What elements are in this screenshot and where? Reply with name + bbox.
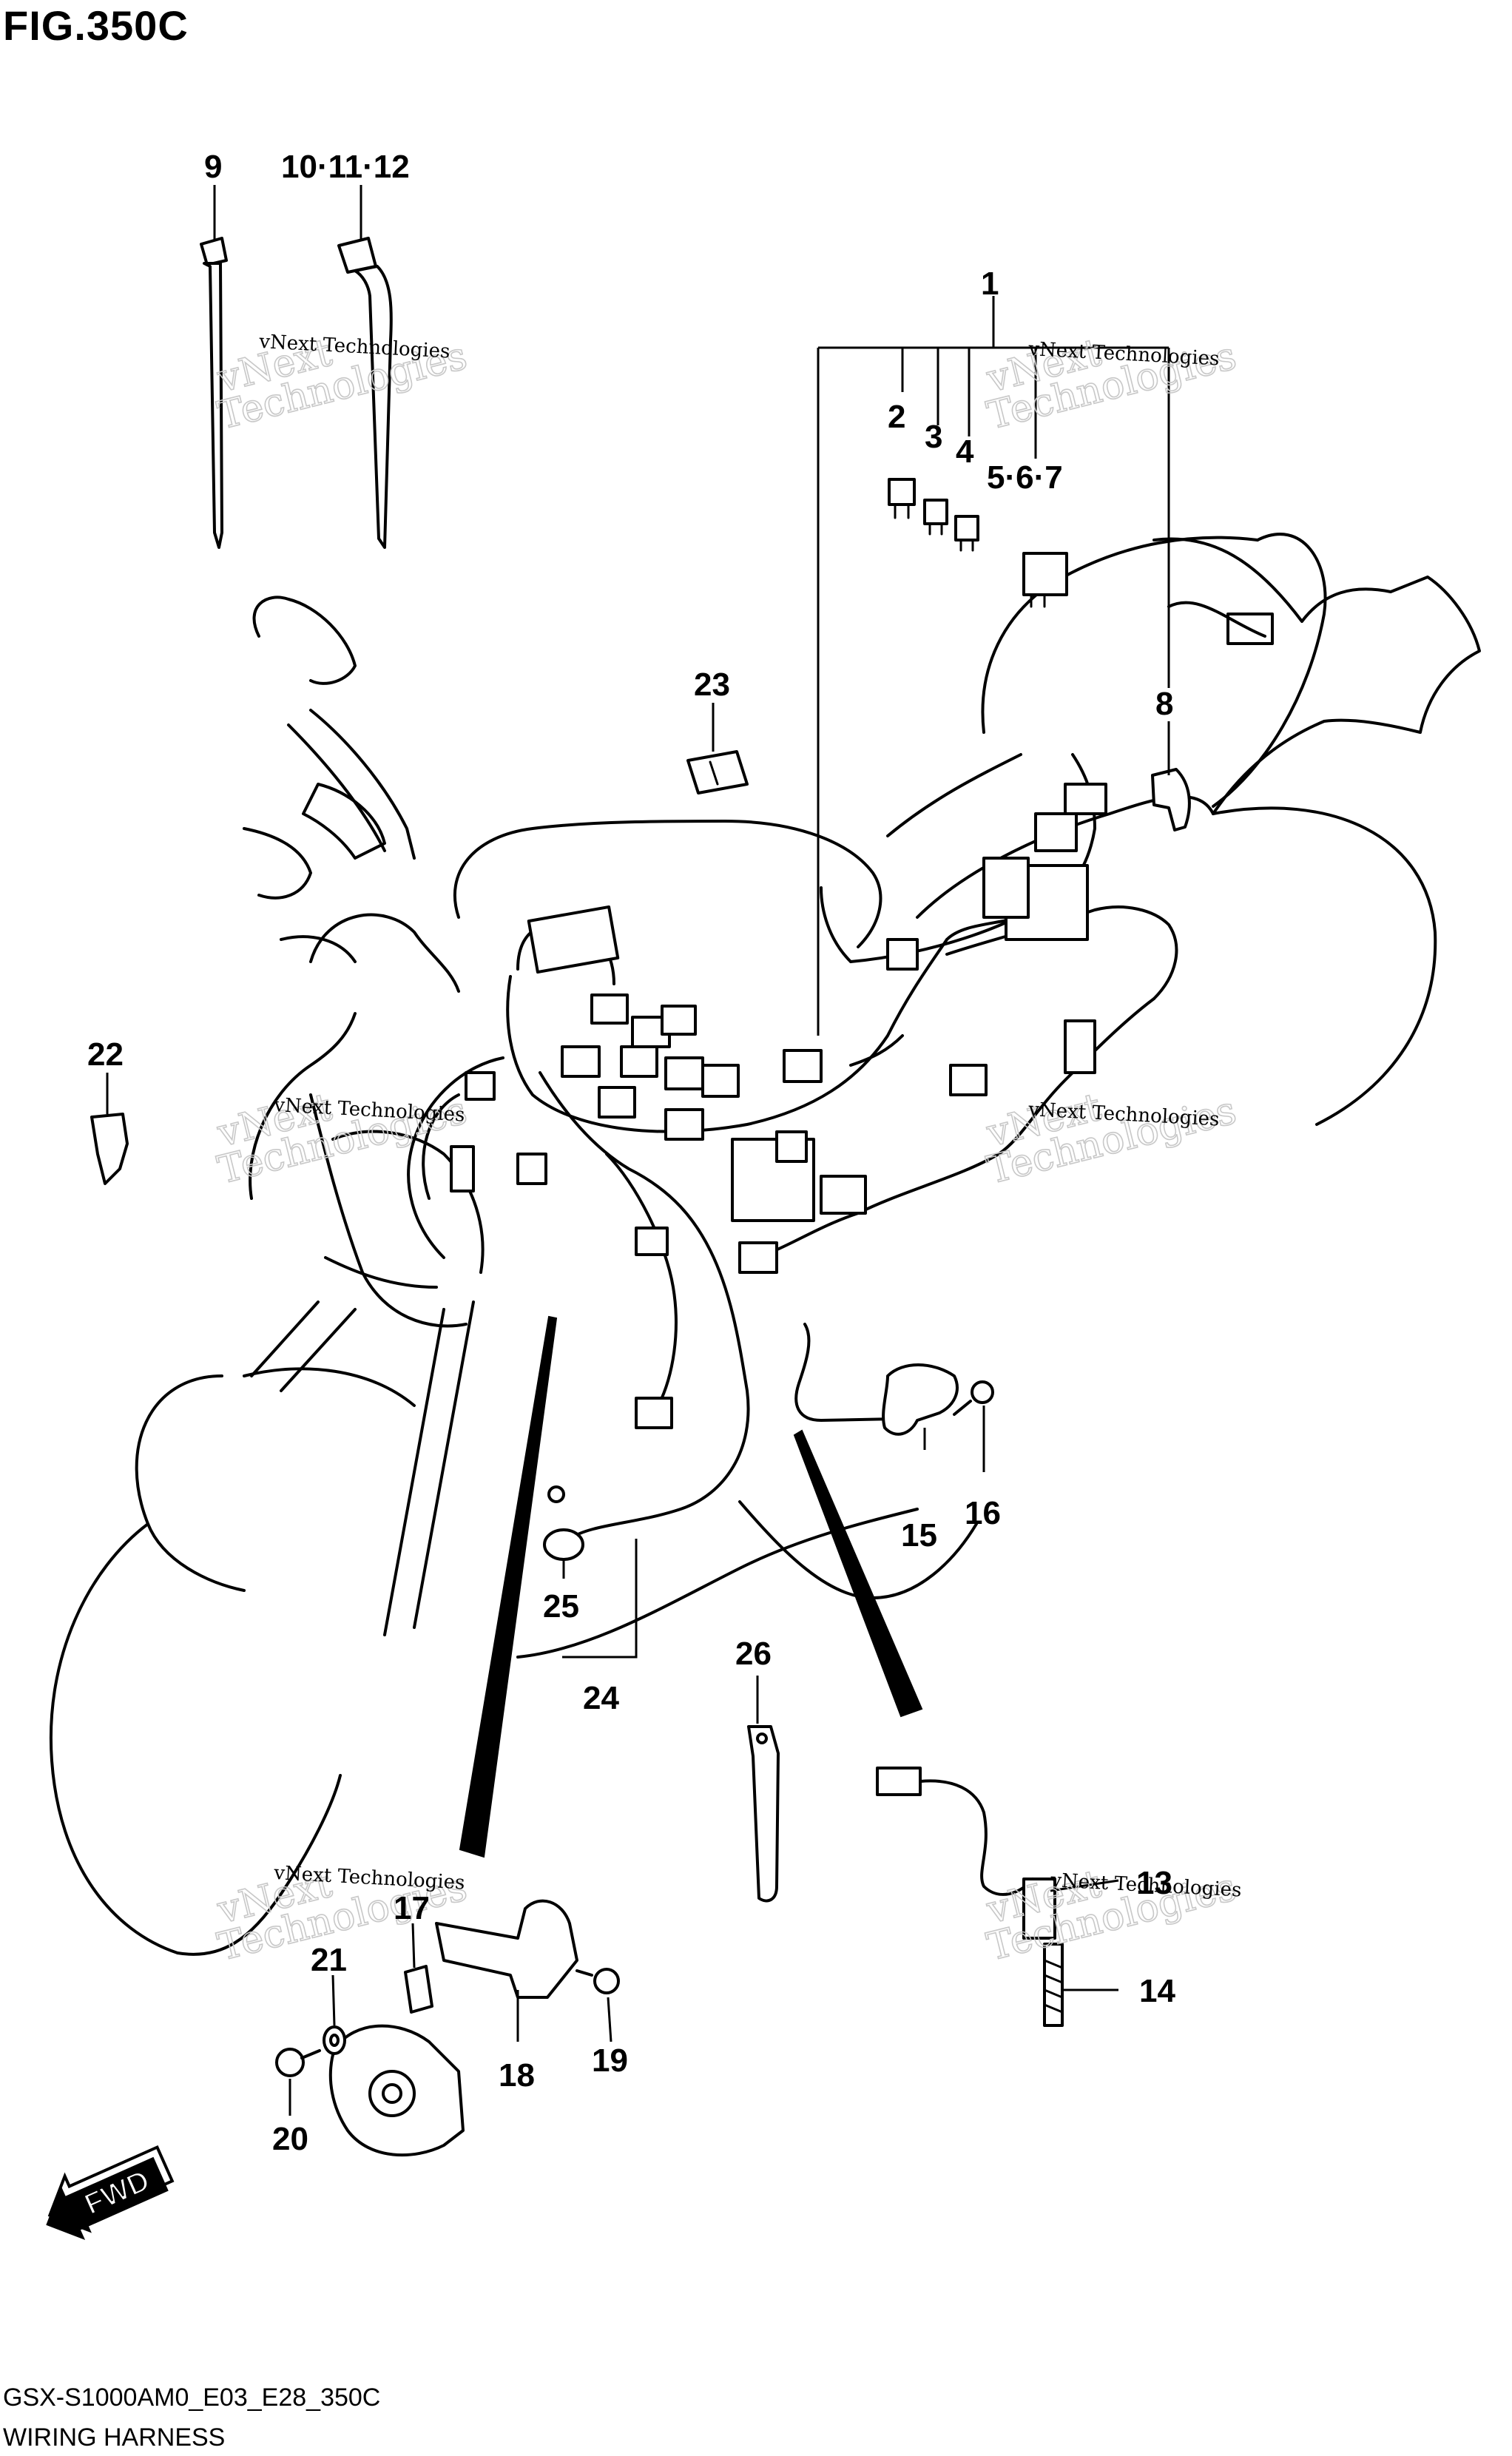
callout-5-6-7: 5·6·7	[987, 459, 1063, 496]
callout-21: 21	[311, 1942, 347, 1978]
callout-2: 2	[888, 399, 905, 435]
part-22-coupler	[90, 1113, 129, 1185]
part-18-bracket	[435, 1899, 578, 1999]
part-21-washer	[323, 2025, 346, 2055]
callout-4: 4	[956, 433, 974, 470]
figure-code: GSX-S1000AM0_E03_E28_350C	[3, 2384, 381, 2412]
part-3-fuse	[923, 499, 948, 536]
part-10-12-clamp-tie	[337, 237, 393, 549]
callout-24: 24	[583, 1680, 619, 1716]
callout-22: 22	[87, 1036, 124, 1073]
callout-9: 9	[204, 149, 222, 185]
part-26-bracket	[747, 1725, 780, 1903]
part-8-bracket	[1151, 768, 1191, 831]
callout-20: 20	[272, 2121, 308, 2157]
part-14-screw	[1043, 1943, 1064, 2027]
callout-17: 17	[394, 1890, 430, 1926]
watermark-group: vNext Technologies vNext Technologies vN…	[212, 330, 1242, 1971]
part-15-sensor	[794, 1323, 959, 1436]
part-17-horn	[328, 1965, 465, 2157]
callout-8: 8	[1155, 686, 1173, 722]
figure-title: FIG.350C	[3, 2, 189, 49]
part-5-7-relay	[1022, 552, 1068, 608]
fwd-arrow-badge: FWD	[46, 2145, 175, 2241]
callout-19: 19	[592, 2042, 628, 2079]
callout-3: 3	[925, 419, 942, 455]
part-2-fuse	[888, 478, 916, 519]
callout-16: 16	[965, 1495, 1001, 1531]
part-19-bolt	[576, 1968, 620, 1994]
leader-lines	[106, 185, 1170, 2116]
part-4-fuse	[954, 515, 979, 552]
pointer-wedge-horn	[459, 1315, 558, 1858]
callout-14: 14	[1139, 1973, 1175, 2009]
figure-name: WIRING HARNESS	[3, 2423, 226, 2452]
callout-23: 23	[694, 667, 730, 703]
part-25-grommet	[543, 1485, 584, 1561]
wiring-harness	[407, 601, 1274, 1540]
fuse-tree	[817, 296, 1170, 1036]
part-20-bolt	[275, 2048, 321, 2077]
part-16-bolt	[953, 1380, 994, 1416]
part-13-sensor	[876, 1767, 1056, 1940]
motorcycle-outline	[50, 533, 1481, 1956]
callout-10-11-12: 10·11·12	[281, 149, 410, 185]
pointer-wedge-sensor	[793, 1429, 923, 1718]
callout-25: 25	[543, 1588, 579, 1625]
part-9-cable-tie	[200, 237, 228, 549]
callout-1: 1	[981, 266, 999, 302]
callout-15: 15	[901, 1517, 937, 1553]
part-23-coupler	[686, 750, 749, 795]
callout-labels: 1 2 3 4 5·6·7 8 9 10·11·12 13 14 15 16 1…	[87, 149, 1175, 2157]
callout-26: 26	[735, 1636, 772, 1672]
callout-13: 13	[1136, 1865, 1172, 1901]
callout-18: 18	[499, 2057, 535, 2094]
